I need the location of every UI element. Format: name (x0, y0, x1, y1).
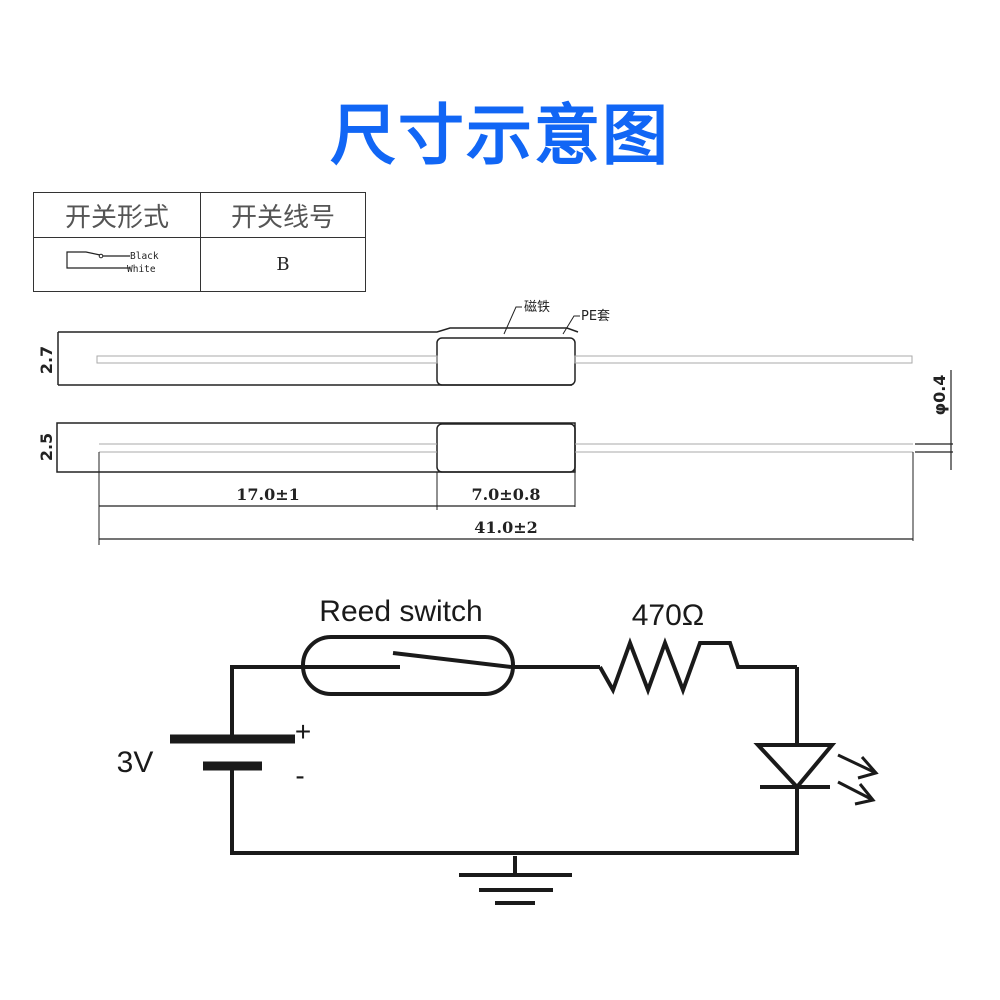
resistor-symbol (598, 637, 797, 696)
top-lead-inner (96, 355, 438, 364)
switch-form-symbol: Black White (66, 251, 159, 275)
magnet-leader (503, 306, 522, 335)
reed-contact-right (392, 651, 512, 669)
wire-label-black: Black (130, 251, 159, 262)
page-title: 尺寸示意图 (330, 97, 670, 174)
callout-sleeve: PE套 (581, 308, 610, 324)
header-switch-form: 开关形式 (33, 192, 201, 238)
top-view (57, 306, 913, 386)
sleeve-leader (562, 315, 580, 335)
reed-switch-label: Reed switch (319, 595, 482, 628)
dim-height-top: 2.7 (37, 346, 56, 374)
dim-magnet-length: 7.0±0.8 (471, 485, 540, 504)
battery-plus-sign: + (295, 716, 311, 747)
bottom-body-outline (56, 422, 576, 473)
resistor-label: 470Ω (632, 599, 704, 632)
dim-height-bottom: 2.5 (37, 433, 56, 461)
battery-minus-sign: - (295, 760, 304, 791)
circuit-diagram (170, 635, 879, 905)
top-body-outline (58, 327, 579, 333)
led-triangle (753, 743, 837, 791)
bottom-magnet (436, 423, 576, 473)
led-emission-arrows (837, 753, 879, 806)
battery-voltage-label: 3V (117, 746, 154, 779)
wire-bottom (230, 769, 799, 855)
top-magnet (436, 337, 576, 386)
wire-label-white: White (127, 264, 156, 275)
dim-lead-diameter: φ0.4 (930, 375, 949, 416)
switch-form-cell: Black White (33, 237, 201, 292)
wire-left-top (230, 665, 305, 739)
dim-total-length: 41.0±2 (474, 518, 538, 537)
switch-spec-table: 开关形式 开关线号 Black White B (33, 192, 366, 292)
dim-lead-to-magnet: 17.0±1 (236, 485, 300, 504)
bottom-view (56, 370, 953, 545)
wire-code-value: B (200, 237, 366, 292)
top-lead-wire (574, 355, 913, 364)
callout-magnet: 磁铁 (524, 300, 550, 315)
